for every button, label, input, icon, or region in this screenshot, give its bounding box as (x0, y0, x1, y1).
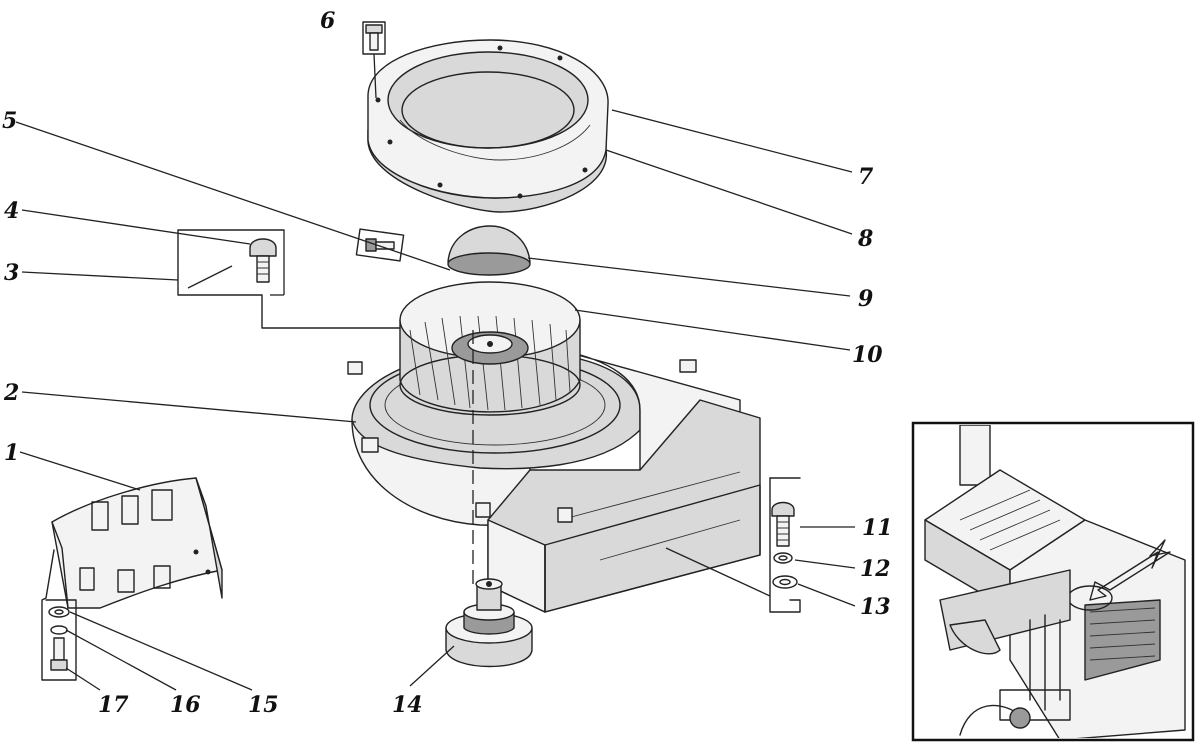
callout-16: 16 (170, 692, 201, 718)
part-dome-cap (447, 225, 531, 276)
callout-15: 15 (248, 692, 279, 718)
callout-13: 13 (860, 594, 891, 620)
callout-12: 12 (860, 556, 891, 582)
callout-2: 2 (3, 380, 19, 406)
part-bolt-6 (362, 21, 386, 99)
callout-5: 5 (2, 108, 17, 134)
part-bolt-4-box (177, 229, 471, 329)
callout-10: 10 (852, 342, 883, 368)
inset-locator-view (911, 421, 1195, 742)
leader-lines (15, 109, 856, 691)
callout-1: 1 (4, 440, 19, 466)
part-bracket (51, 477, 223, 609)
part-screw-5 (355, 228, 405, 262)
callout-4: 4 (4, 198, 19, 224)
callout-labels: 1 2 3 4 5 6 7 8 9 10 11 12 13 14 15 16 1… (2, 8, 893, 718)
part-hardware-11-13 (665, 477, 801, 613)
part-pulley (445, 578, 533, 668)
callout-8: 8 (857, 226, 873, 252)
callout-7: 7 (858, 164, 874, 190)
callout-11: 11 (862, 515, 893, 541)
callout-3: 3 (4, 260, 19, 286)
part-housing (347, 349, 761, 613)
callout-17: 17 (98, 692, 129, 718)
callout-6: 6 (320, 8, 335, 34)
callout-14: 14 (392, 692, 423, 718)
part-ring-flange (367, 39, 609, 213)
callout-9: 9 (858, 286, 873, 312)
part-impeller (399, 281, 581, 416)
